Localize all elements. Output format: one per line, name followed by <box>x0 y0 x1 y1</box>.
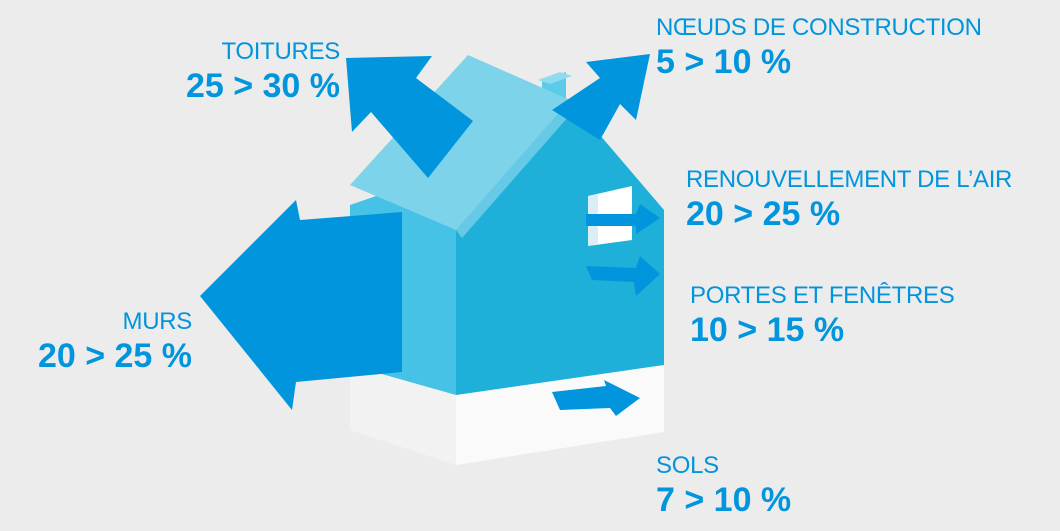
arrow-air-renewal <box>586 204 660 234</box>
roof <box>350 55 570 230</box>
label-walls-name: MURS <box>122 308 193 335</box>
label-walls: MURS 20 > 25 % <box>0 308 192 376</box>
label-floors-name: SOLS <box>656 452 719 479</box>
chimney-top <box>538 72 572 84</box>
label-floors: SOLS 7 > 10 % <box>656 452 791 520</box>
label-construction-nodes-value: 5 > 10 % <box>656 43 792 81</box>
label-floors-value: 7 > 10 % <box>656 481 792 519</box>
label-doors-windows-value: 10 > 15 % <box>690 311 845 349</box>
label-walls-value: 20 > 25 % <box>37 337 192 375</box>
label-doors-windows: PORTES ET FENÊTRES 10 > 15 % <box>690 282 955 350</box>
arrow-walls <box>200 200 402 410</box>
roof-edge <box>456 100 576 238</box>
label-roofs-name: TOITURES <box>221 38 340 65</box>
label-air-renewal-value: 20 > 25 % <box>686 195 841 233</box>
label-air-renewal-name: RENOUVELLEMENT DE L’AIR <box>686 166 1013 193</box>
label-roofs-value: 25 > 30 % <box>185 67 340 105</box>
arrow-floors <box>552 380 640 416</box>
label-doors-windows-name: PORTES ET FENÊTRES <box>690 282 955 309</box>
label-construction-nodes-name: NŒUDS DE CONSTRUCTION <box>656 14 982 41</box>
arrow-doors-windows <box>586 256 660 296</box>
label-construction-nodes: NŒUDS DE CONSTRUCTION 5 > 10 % <box>656 14 982 82</box>
arrow-roof <box>346 56 473 178</box>
arrow-construction-nodes <box>552 54 650 140</box>
label-air-renewal: RENOUVELLEMENT DE L’AIR 20 > 25 % <box>686 166 1012 234</box>
foundation-left <box>350 365 456 465</box>
label-roofs: TOITURES 25 > 30 % <box>130 38 340 106</box>
